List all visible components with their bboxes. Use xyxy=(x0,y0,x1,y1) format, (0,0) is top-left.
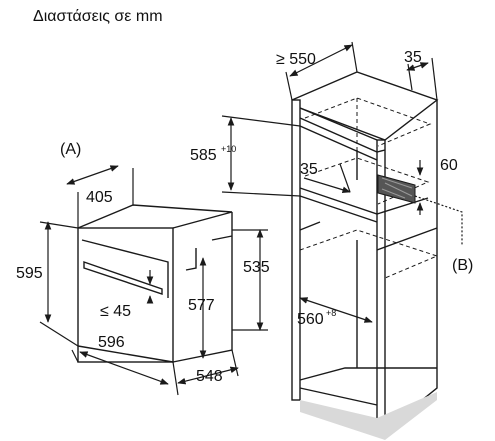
oven-top xyxy=(77,204,233,229)
cabinet-floor xyxy=(300,392,437,440)
diagram-title: Διαστάσεις σε mm xyxy=(33,8,163,25)
vent-opening xyxy=(377,174,416,204)
dim-niche-width-sup: +8 xyxy=(326,308,336,318)
dim-vent-height: 60 xyxy=(440,157,458,174)
dim-niche-width: 560 xyxy=(297,311,324,328)
dim-niche-height-sup: +10 xyxy=(221,144,236,154)
dim-cabinet-depth-min: ≥ 550 xyxy=(276,51,316,68)
dim-oven-height-outer: 595 xyxy=(16,265,43,282)
dim-back-gap: 35 xyxy=(404,49,422,66)
dim-niche-height: 585 xyxy=(190,147,217,164)
oven-front xyxy=(77,227,174,363)
label-b: (B) xyxy=(452,257,473,274)
cabinet-left-panel xyxy=(291,99,301,401)
oven-dimensions xyxy=(39,165,268,396)
dim-handle-gap: ≤ 45 xyxy=(100,303,131,320)
dim-oven-width: 596 xyxy=(98,334,125,351)
dim-oven-height-side: 535 xyxy=(243,259,270,276)
cabinet-drawing xyxy=(291,71,439,431)
cabinet-hidden-lines xyxy=(299,97,439,279)
dim-oven-depth-total: 548 xyxy=(196,368,223,385)
dim-oven-height-inner: 577 xyxy=(188,297,215,314)
label-a: (A) xyxy=(60,141,81,158)
dim-oven-depth: 405 xyxy=(86,189,113,206)
dim-vent-depth: 35 xyxy=(300,161,318,178)
oven-handle xyxy=(83,261,163,295)
cabinet-dimensions xyxy=(221,41,463,323)
